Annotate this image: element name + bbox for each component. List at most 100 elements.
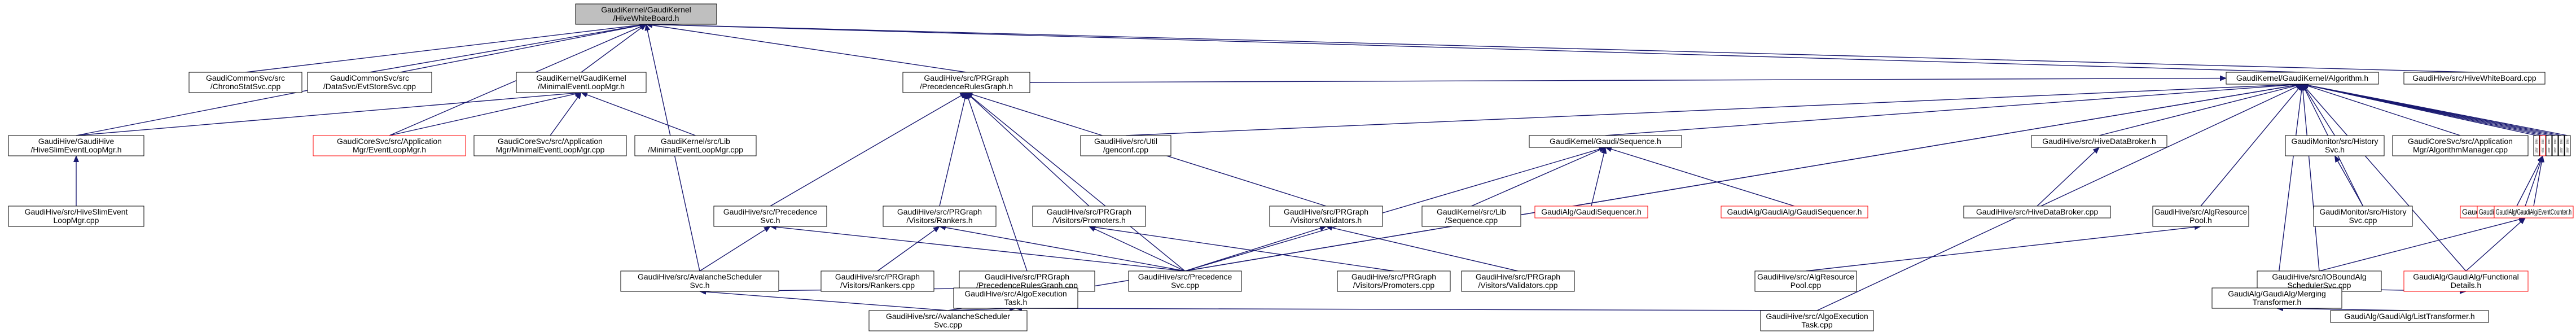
graph-edge [1605,81,2303,136]
graph-node-hivedatabrokercpp[interactable]: GaudiHive/src/HiveDataBroker.cpp [1963,206,2111,219]
node-box [2285,135,2385,156]
graph-edge [770,92,967,207]
node-label: GaudiHive/src/PRGraph [985,272,1069,281]
graph-node-pr_prec[interactable]: GaudiHive/src/PRGraph/PrecedenceRulesGra… [902,72,1030,93]
node-label: GaudiKernel/Gaudi/Sequence.h [1550,137,1661,146]
node-label: GaudiHive/src/HiveWhiteBoard.cpp [2412,73,2536,82]
graph-node-genconf[interactable]: GaudiHive/src/Util/genconf.cpp [1080,135,1171,156]
node-box [2403,72,2546,85]
node-label: Svc.cpp [934,320,962,329]
node-label: SchedulerSvc.cpp [2288,281,2351,290]
graph-node-validatorsh[interactable]: GaudiHive/src/PRGraph/Visitors/Validator… [1269,206,1383,227]
edge-precsvch-to-pr_prec [770,92,967,207]
graph-node-libminimal[interactable]: GaudiKernel/src/Lib/MinimalEventLoopMgr.… [634,135,757,156]
graph-node-chrono[interactable]: GaudiCommonSvc/src/ChronoStatSvc.cpp [188,72,302,93]
node-label: /MinimalEventLoopMgr.cpp [648,145,743,154]
graph-node-datahandle[interactable]: GaudiKernel/src/Lib/DataObjectHandleBase… [2564,135,2571,156]
node-label: Pool.h [2189,216,2212,225]
graph-node-promotersh[interactable]: GaudiHive/src/PRGraph/Visitors/Promoters… [1032,206,1146,227]
edge-libsequence-to-sequenceh [1471,147,1606,207]
node-label: Svc.cpp [1171,281,1199,290]
node-box [1032,206,1146,227]
graph-edge [699,226,771,272]
edge-eventloopmgrh-to-minimalh [389,91,582,136]
node-label: GaudiKernel/GaudiKernel/Algorithm.h [2236,73,2368,82]
node-label: /HiveWhiteBoard.h [613,14,679,23]
edge-pr_prec-to-root [646,22,967,73]
graph-edge [2099,82,2303,136]
graph-node-bootstrap[interactable]: GaudiKernel/src/Lib/Bootstrap.cpp [2558,135,2565,156]
graph-edge [966,92,1028,272]
graph-node-hivedatabrokerh[interactable]: GaudiHive/src/HiveDataBroker.h [2031,135,2167,148]
graph-node-algorithmh[interactable]: GaudiKernel/GaudiKernel/Algorithm.h [2226,72,2379,85]
edge-sequenceh-to-algorithmh [1605,81,2303,136]
node-box [2403,270,2529,292]
graph-node-datasvc[interactable]: GaudiCommonSvc/src/DataSvc/EvtStoreSvc.c… [307,72,432,93]
graph-node-sequenceh[interactable]: GaudiKernel/Gaudi/Sequence.h [1529,135,1682,148]
graph-edge [369,22,647,73]
node-box [1337,270,1451,292]
graph-node-promoterscpp[interactable]: GaudiHive/src/PRGraph/Visitors/Promoters… [1337,270,1451,292]
graph-node-rankerscpp[interactable]: GaudiHive/src/PRGraph/Visitors/Rankers.c… [820,270,934,292]
node-label: GaudiCoreSvc/src/Application [2408,137,2513,146]
graph-node-hiveslimcpp[interactable]: GaudiHive/src/HiveSlimEventLoopMgr.cpp [8,206,144,227]
graph-node-gaudisequencerh[interactable]: GaudiAlg/GaudiSequencer.h [1534,206,1648,219]
graph-node-eventloopmgrh[interactable]: GaudiCoreSvc/src/ApplicationMgr/EventLoo… [313,135,466,156]
edge-mergingtransformer-to-algorithmh [2276,84,2305,289]
node-box [1754,270,1857,292]
graph-node-hivewb[interactable]: GaudiHive/src/HiveWhiteBoard.cpp [2403,72,2546,85]
graph-node-gkalgoh[interactable]: GaudiKernel/GaudiKernel/Algorithm.h [2539,135,2546,156]
node-label: /AlgorithmHistory.cpp [2548,145,2550,154]
graph-edge [1605,146,1795,207]
node-label: Svc.h [760,216,780,225]
node-box [2330,310,2489,323]
graph-node-validatorscpp[interactable]: GaudiHive/src/PRGraph/Visitors/Validator… [1461,270,1575,292]
node-label: /DataSvc/EvtStoreSvc.cpp [323,82,416,91]
graph-node-algohist[interactable]: GaudiKernel/src/Lib/AlgorithmHistory.cpp [2546,135,2552,156]
node-box [1080,135,1171,156]
graph-node-pyalgo[interactable]: GaudiPython/src/Lib/Algorithm.cpp [2533,135,2540,156]
node-label: /Visitors/Validators.cpp [1478,281,1557,290]
node-label: GaudiHive/src/AvalancheScheduler [886,312,1010,321]
edge-historysvch-to-algorithmh [2302,84,2336,136]
node-box [2211,287,2342,309]
graph-edge [1125,81,2303,136]
node-label: Mgr/AlgorithmManager.cpp [2413,145,2508,154]
edge-algmgr-to-algorithmh [2302,83,2461,136]
node-label: Pool.cpp [1791,281,1822,290]
node-label: GaudiCoreSvc/src/Application [498,137,603,146]
node-box [2533,135,2540,156]
graph-node-eventcounter[interactable]: GaudiAlg/GaudiAlg/EventCounter.h [2494,206,2574,219]
graph-node-libsequence[interactable]: GaudiKernel/src/Lib/Sequence.cpp [1421,206,1521,227]
edge-avalanchesvch-to-precsvch [699,226,771,272]
graph-node-hiveslimh[interactable]: GaudiHive/GaudiHive/HiveSlimEventLoopMgr… [8,135,144,156]
node-box [2564,135,2571,156]
graph-edge [76,90,582,136]
graph-node-algmgr[interactable]: GaudiCoreSvc/src/ApplicationMgr/Algorith… [2392,135,2529,156]
node-label: GaudiHive/src/PRGraph [924,73,1008,82]
node-label: /Visitors/Promoters.h [1052,216,1126,225]
graph-node-rankersh[interactable]: GaudiHive/src/PRGraph/Visitors/Rankers.h [883,206,997,227]
graph-node-minimalcpp[interactable]: GaudiCoreSvc/src/ApplicationMgr/MinimalE… [473,135,627,156]
node-label: GaudiHive/src/PRGraph [897,207,982,216]
node-label: Mgr/MinimalEventLoopMgr.cpp [496,145,605,154]
node-box [1461,270,1575,292]
graph-node-listtransformer[interactable]: GaudiAlg/GaudiAlg/ListTransformer.h [2330,310,2489,323]
node-label: GaudiAlg/GaudiAlg/ListTransformer.h [2344,312,2474,321]
graph-node-minimalh[interactable]: GaudiKernel/GaudiKernel/MinimalEventLoop… [516,72,647,93]
graph-edge [2276,305,2410,312]
graph-node-algsequencerh[interactable]: GaudiAlg/GaudiAlg/GaudiSequencer.h [1721,206,1868,219]
graph-node-algtool[interactable]: GaudiKernel/src/Lib/AlgTool.cpp [2552,135,2559,156]
